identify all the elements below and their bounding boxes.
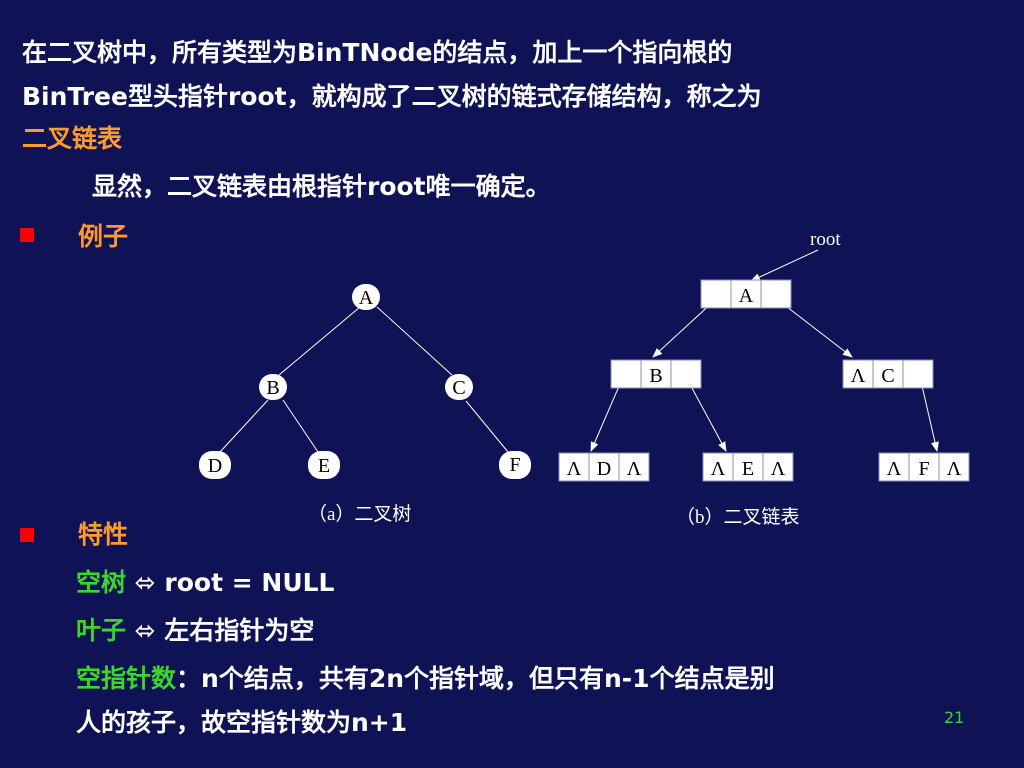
tree-a-node-b: B bbox=[259, 374, 287, 400]
empty-tree-text: root = NULL bbox=[164, 568, 335, 597]
null-count-text-line-2: 人的孩子，故空指针数为n+1 bbox=[76, 708, 408, 737]
leaf-term: 叶子 bbox=[76, 616, 127, 645]
property-leaf: 叶子 ⬄ 左右指针为空 bbox=[76, 612, 314, 650]
svg-text:F: F bbox=[509, 454, 520, 476]
bullet-icon bbox=[20, 228, 34, 242]
svg-text:A: A bbox=[359, 287, 374, 309]
equivalence-icon: ⬄ bbox=[134, 616, 156, 645]
property-empty-tree: 空树 ⬄ root = NULL bbox=[76, 564, 334, 602]
svg-text:C: C bbox=[881, 365, 894, 387]
root-label: root bbox=[810, 229, 841, 250]
list-node-c: Λ C bbox=[842, 359, 934, 389]
tree-b-pointers bbox=[590, 249, 939, 452]
svg-text:Λ: Λ bbox=[947, 458, 962, 480]
svg-text:C: C bbox=[452, 377, 465, 399]
properties-heading: 特性 bbox=[78, 520, 129, 549]
intro-line-1: 在二叉树中，所有类型为BinTNode的结点，加上一个指向根的 bbox=[22, 38, 733, 67]
svg-text:A: A bbox=[739, 285, 754, 307]
intro-line-4: 显然，二叉链表由根指针root唯一确定。 bbox=[92, 172, 551, 201]
intro-line-2: BinTree型头指针root，就构成了二叉树的链式存储结构，称之为 bbox=[22, 82, 762, 111]
page-number: 21 bbox=[944, 708, 965, 727]
list-node-b: B bbox=[610, 359, 702, 389]
null-count-term: 空指针数 bbox=[76, 664, 177, 693]
intro-term: 二叉链表 bbox=[22, 124, 123, 153]
property-null-count: 空指针数：n个结点，共有2n个指针域，但只有n-1个结点是别 bbox=[76, 660, 775, 698]
empty-tree-term: 空树 bbox=[76, 568, 127, 597]
list-node-a: A bbox=[700, 279, 792, 309]
tree-a-node-a: A bbox=[352, 284, 380, 310]
svg-text:D: D bbox=[597, 458, 611, 480]
svg-text:E: E bbox=[742, 458, 754, 480]
svg-text:Λ: Λ bbox=[711, 458, 726, 480]
tree-a-node-f: F bbox=[499, 451, 531, 479]
svg-text:B: B bbox=[266, 377, 279, 399]
list-node-f: Λ F Λ bbox=[878, 452, 970, 482]
list-node-d: Λ D Λ bbox=[558, 452, 650, 482]
svg-text:D: D bbox=[208, 455, 222, 477]
svg-text:E: E bbox=[318, 455, 330, 477]
svg-text:F: F bbox=[918, 458, 929, 480]
leaf-text: 左右指针为空 bbox=[164, 616, 315, 645]
tree-a-node-c: C bbox=[445, 374, 473, 400]
svg-text:Λ: Λ bbox=[851, 365, 866, 387]
tree-b-caption: （b）二叉链表 bbox=[676, 506, 800, 528]
list-node-e: Λ E Λ bbox=[702, 452, 794, 482]
example-heading: 例子 bbox=[78, 222, 129, 251]
equivalence-icon: ⬄ bbox=[134, 568, 156, 597]
tree-a-node-d: D bbox=[199, 451, 231, 479]
tree-a-caption: （a）二叉树 bbox=[308, 503, 411, 525]
null-count-text: ：n个结点，共有2n个指针域，但只有n-1个结点是别 bbox=[176, 664, 775, 693]
svg-text:B: B bbox=[649, 365, 662, 387]
svg-text:Λ: Λ bbox=[567, 458, 582, 480]
bullet-icon bbox=[20, 528, 34, 542]
svg-text:Λ: Λ bbox=[771, 458, 786, 480]
tree-a-node-e: E bbox=[308, 451, 340, 479]
svg-text:Λ: Λ bbox=[627, 458, 642, 480]
svg-text:Λ: Λ bbox=[887, 458, 902, 480]
tree-a-edges bbox=[219, 306, 509, 453]
